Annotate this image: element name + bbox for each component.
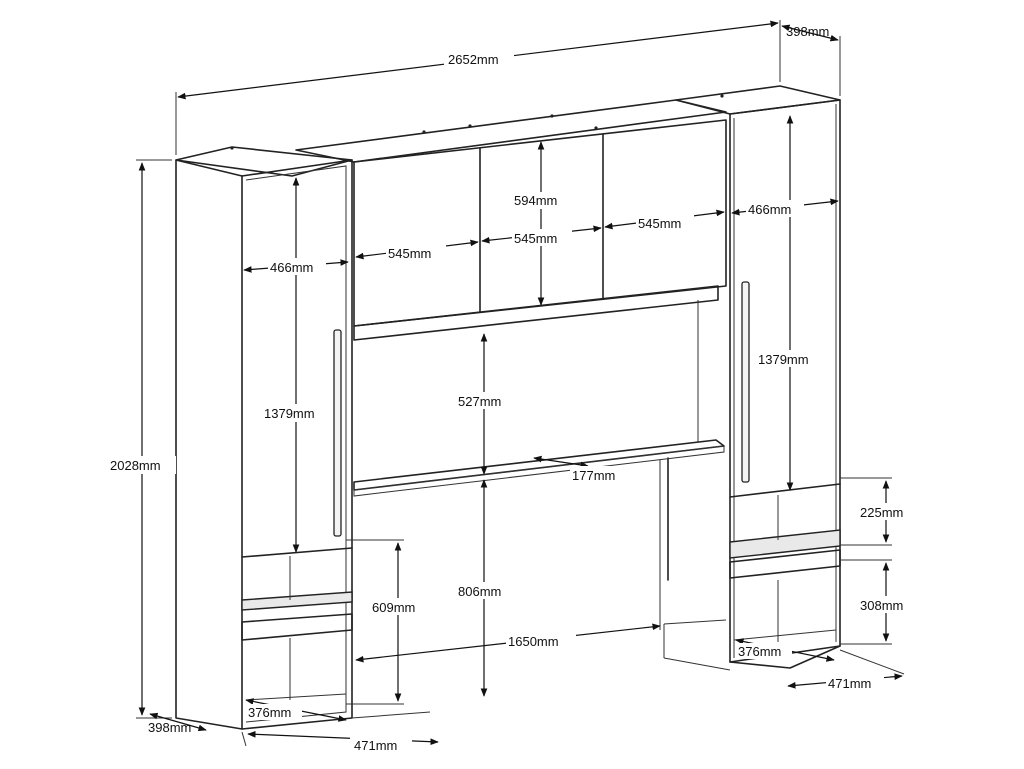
dimension-lines <box>136 20 905 747</box>
open-shelf-height-label: 527mm <box>458 394 501 409</box>
bridge-cabinet <box>230 94 731 671</box>
bottom-depth-label: 398mm <box>148 720 191 735</box>
left-door-height-label: 1379mm <box>264 406 315 421</box>
left-bottom-width-label: 471mm <box>354 738 397 753</box>
left-lower-height-label: 609mm <box>372 600 415 615</box>
top-depth-label: 398mm <box>786 24 829 39</box>
right-door-height-label: 1379mm <box>758 352 809 367</box>
inner-span-label: 1650mm <box>508 634 559 649</box>
right-bottom-width-label: 471mm <box>828 676 871 691</box>
right-door-handle <box>741 281 750 483</box>
bridge-door-left-label: 545mm <box>388 246 431 261</box>
dimension-labels: 2652mm 398mm 2028mm 398mm 471mm 466mm 13… <box>108 24 916 753</box>
overall-width-label: 2652mm <box>448 52 499 67</box>
right-inner-width-label: 466mm <box>748 202 791 217</box>
left-inner-width-label: 466mm <box>270 260 313 275</box>
right-lower-height-label: 308mm <box>860 598 903 613</box>
under-shelf-height-label: 806mm <box>458 584 501 599</box>
left-door-handle <box>333 329 342 537</box>
left-tall-cabinet <box>175 146 353 730</box>
shelf-depth-label: 177mm <box>572 468 615 483</box>
left-base-depth-label: 376mm <box>248 705 291 720</box>
right-tall-cabinet <box>675 85 841 669</box>
right-base-depth-label: 376mm <box>738 644 781 659</box>
right-drawer-height-label: 225mm <box>860 505 903 520</box>
bridge-door-right-label: 545mm <box>638 216 681 231</box>
bridge-door-height-label: 594mm <box>514 193 557 208</box>
bridge-door-mid-label: 545mm <box>514 231 557 246</box>
overall-height-label: 2028mm <box>110 458 161 473</box>
